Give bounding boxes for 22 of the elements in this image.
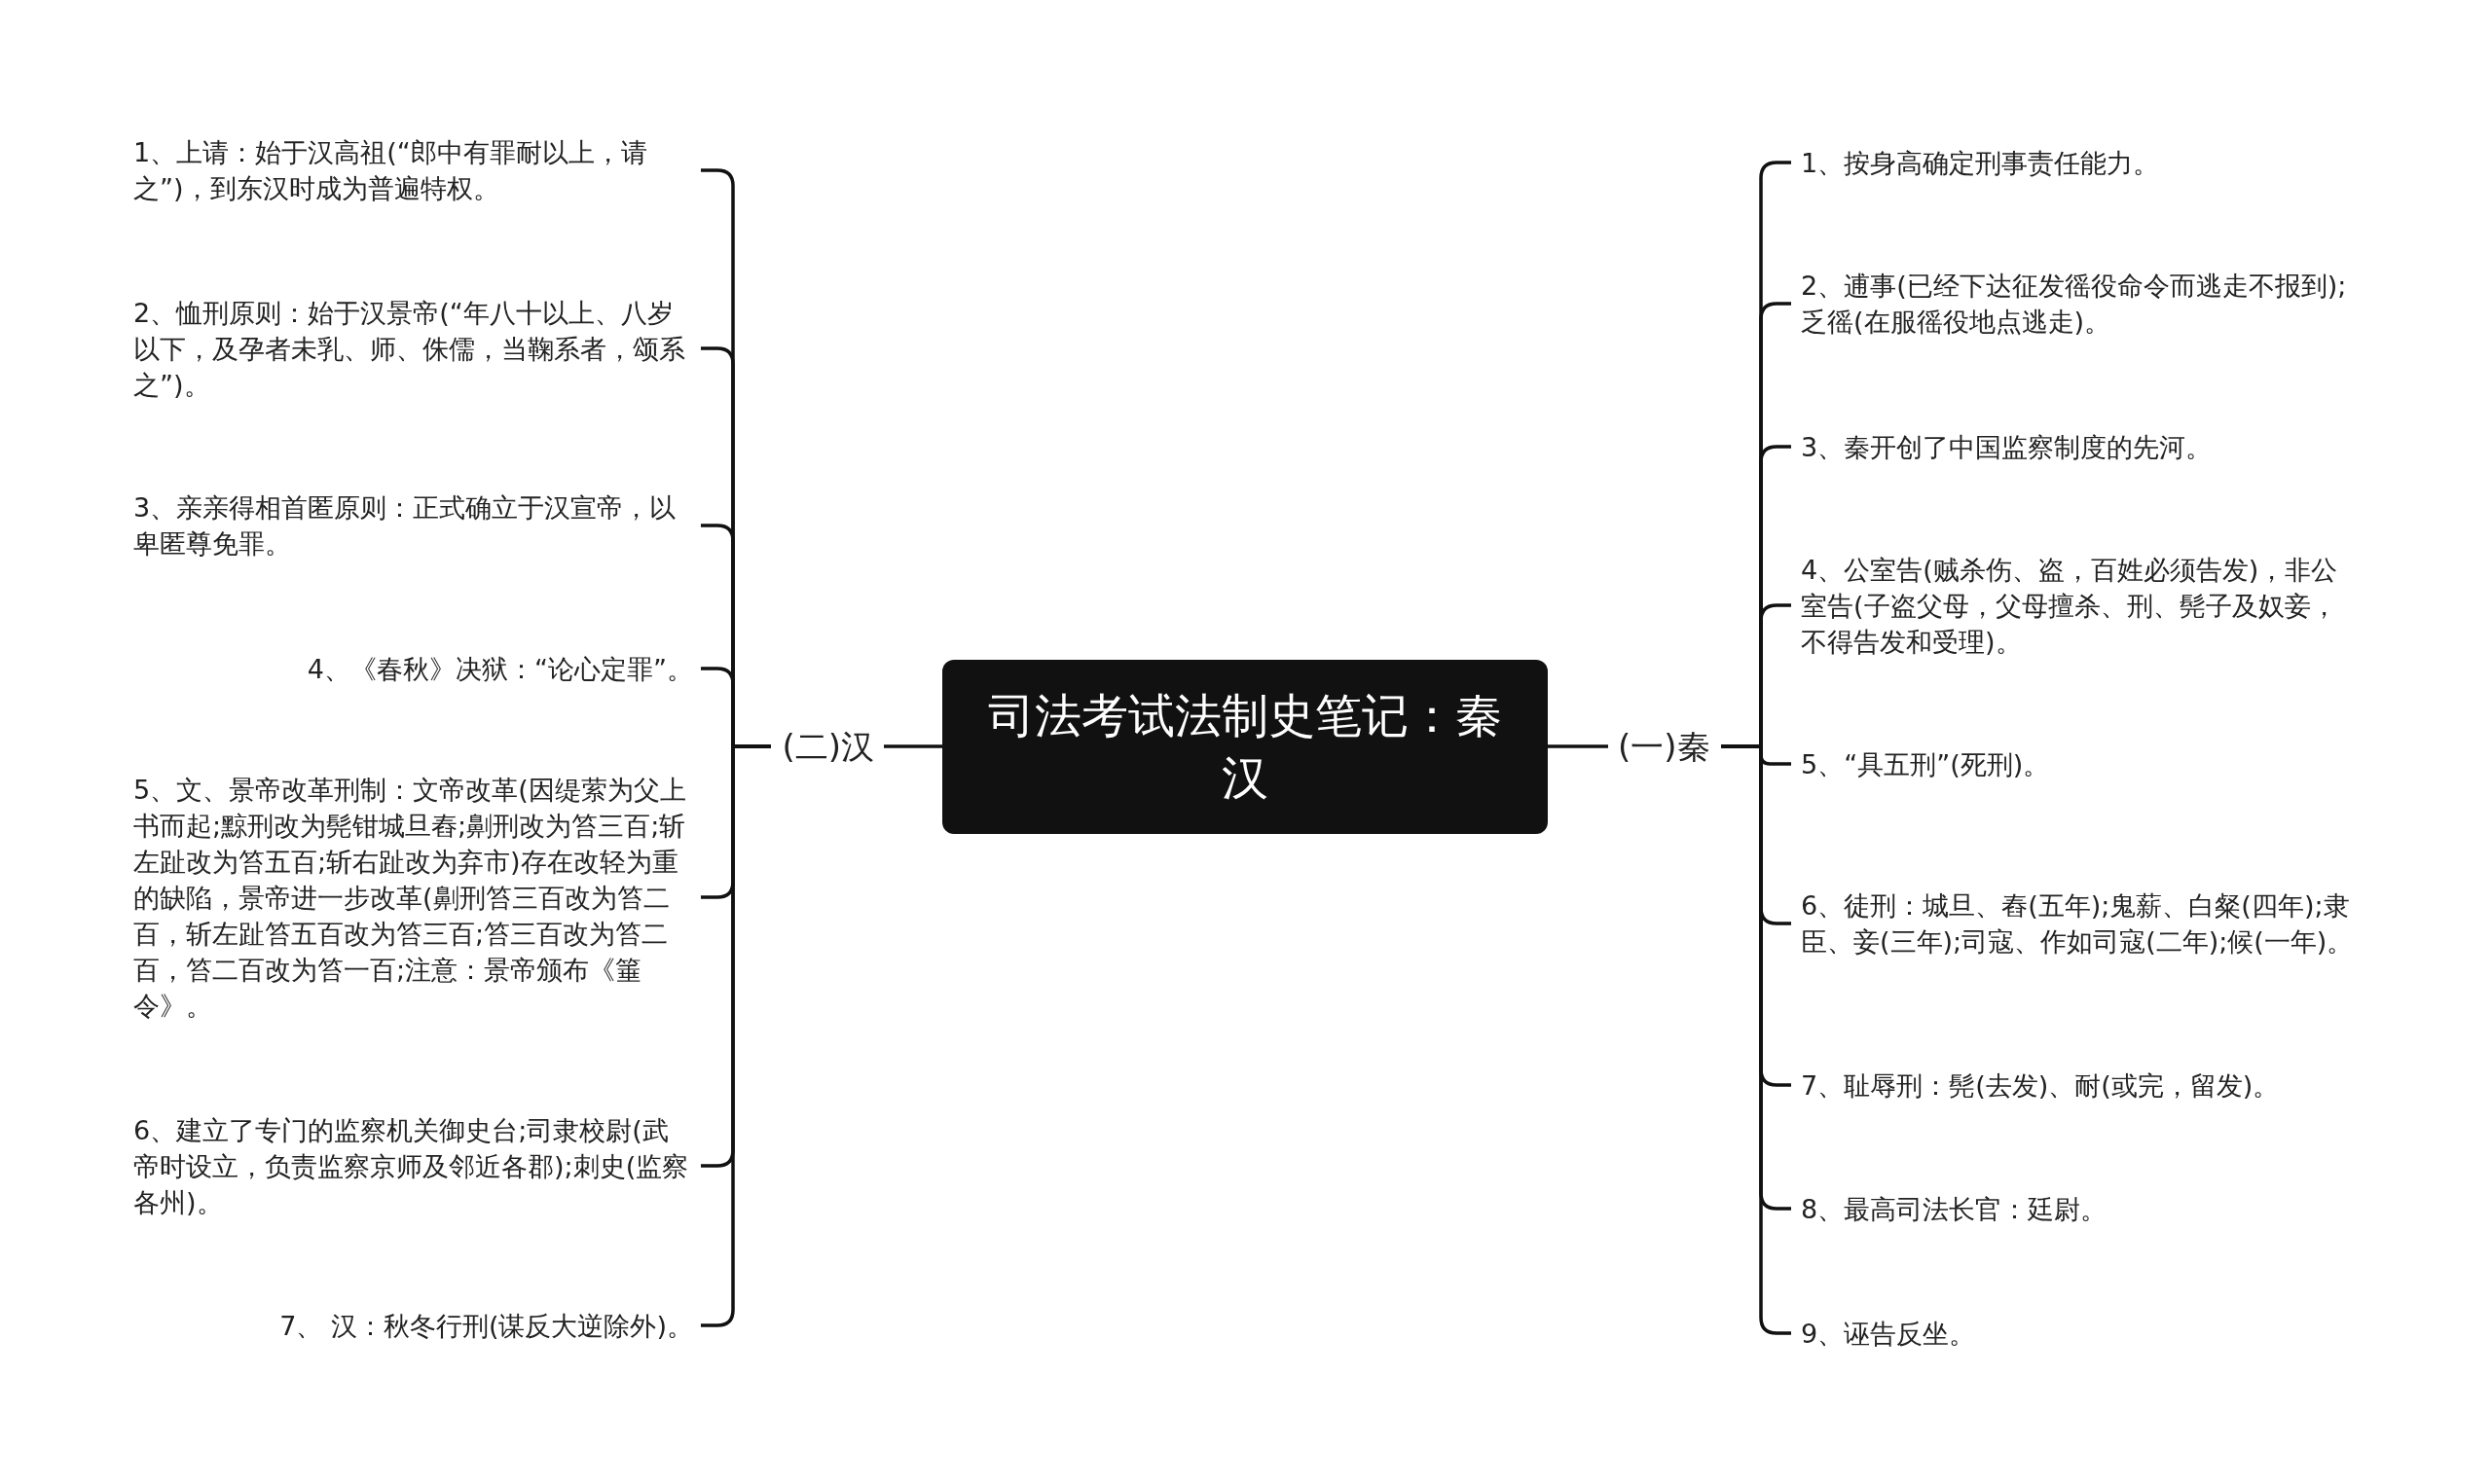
connector-line xyxy=(884,744,942,748)
note-text: 9、诬告反坐。 xyxy=(1801,1318,1976,1349)
branch-label: (一)秦 xyxy=(1618,727,1710,766)
note-text: 4、公室告(贼杀伤、盗，百姓必须告发)，非公室告(子盗父母，父母擅杀、刑、髡子及奴妾，不得告发和受理)。 xyxy=(1801,554,2338,657)
note-text: 8、最高司法长官：廷尉。 xyxy=(1801,1193,2107,1224)
note-text: 6、建立了专门的监察机关御史台;司隶校尉(武帝时设立，负责监察京师及邻近各郡);刺史(监察各州)。 xyxy=(133,1114,689,1217)
note-text: 1、上请：始于汉高祖(“郎中有罪耐以上，请之”)，到东汉时成为普遍特权。 xyxy=(133,137,647,203)
note-text: 2、逋事(已经下达征发徭役命令而逃走不报到);乏徭(在服徭役地点逃走)。 xyxy=(1801,271,2347,337)
title-text: 司法考试法制史笔记：秦汉 xyxy=(987,687,1503,807)
note-text: 2、恤刑原则：始于汉景帝(“年八十以上、八岁以下，及孕者未乳、师、侏儒，当鞠系者，颂系之”)。 xyxy=(133,297,685,400)
note-text: 5、“具五刑”(死刑)。 xyxy=(1801,748,2050,779)
note-text: 3、亲亲得相首匿原则：正式确立于汉宣帝，以卑匿尊免罪。 xyxy=(133,492,677,559)
note-text: 4、《春秋》决狱：“论心定罪”。 xyxy=(307,653,693,684)
note-text: 6、徒刑：城旦、舂(五年);鬼薪、白粲(四年);隶臣、妾(三年);司寇、作如司寇(二年);候(一年)。 xyxy=(1801,890,2354,957)
branch-label: (二)汉 xyxy=(782,727,874,766)
note-text: 5、文、景帝改革刑制：文帝改革(因缇萦为父上书而起;黥刑改为髡钳城旦舂;劓刑改为笞三百;斩左趾改为笞五百;斩右趾改为弃市)存在改轻为重的缺陷，景帝进一步改革(劓刑笞三百改为笞二百，斩左趾笞五百改为笞三百;笞三百改为笞二百，笞二百改为笞一百;注意：景帝颁布《箠令》。 xyxy=(133,774,686,1021)
note-text: 7、 汉：秋冬行刑(谋反大逆除外)。 xyxy=(279,1310,693,1341)
note-text: 1、按身高确定刑事责任能力。 xyxy=(1801,147,2160,178)
note-text: 7、耻辱刑：髡(去发)、耐(或完，留发)。 xyxy=(1801,1069,2280,1101)
connector-line xyxy=(1548,744,1608,748)
note-text: 3、秦开创了中国监察制度的先河。 xyxy=(1801,431,2213,462)
central-topic-box xyxy=(942,659,1548,834)
